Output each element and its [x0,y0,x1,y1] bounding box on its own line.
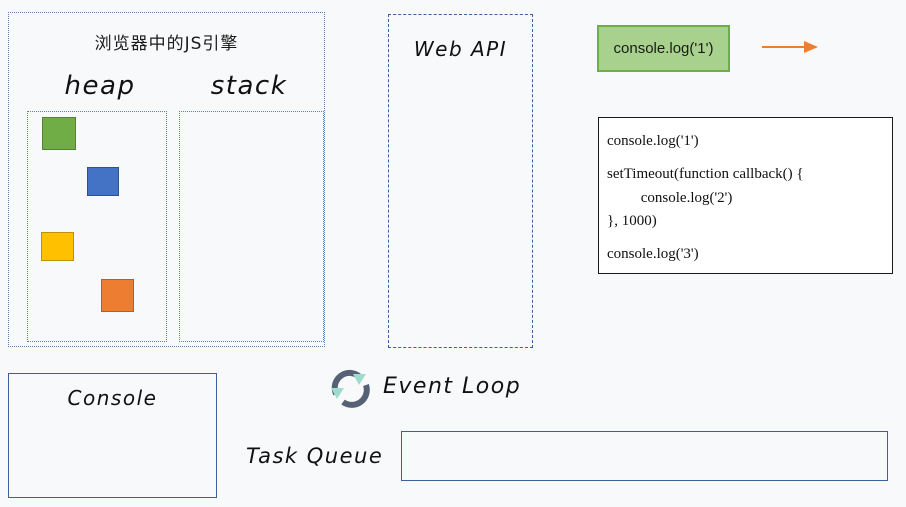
task-queue-label: Task Queue [246,444,384,468]
stack-panel [179,111,324,342]
code-line: console.log('2') [607,189,733,206]
stack-label: stack [210,71,288,101]
console-log-tile-text: console.log('1') [613,40,714,57]
task-queue-box [401,431,888,481]
js-engine-container: 浏览器中的JS引擎 heap stack [8,12,325,347]
heap-panel [27,111,167,342]
console-output-panel: Console [8,373,217,498]
green-block [42,117,76,150]
circular-refresh-icon [326,366,376,412]
web-api-panel: Web API [388,14,533,348]
console-log-tile[interactable]: console.log('1') [597,25,730,72]
console-label: Console [67,386,158,410]
code-line: setTimeout(function callback() { [607,166,804,183]
code-blank-line [607,153,884,163]
blue-block [87,167,119,196]
right-arrow-icon [762,38,818,56]
orange-block [101,279,134,312]
web-api-label: Web API [413,37,508,61]
js-engine-title: 浏览器中的JS引擎 [94,34,239,54]
yellow-block [41,232,74,261]
code-line: }, 1000) [607,212,657,229]
code-line: console.log('3') [607,246,699,262]
event-loop-label: Event Loop [383,374,522,399]
code-blank-line [607,233,884,243]
code-line: console.log('1') [607,133,699,149]
code-block: console.log('1') setTimeout(function call… [598,117,893,274]
heap-label: heap [64,71,136,101]
